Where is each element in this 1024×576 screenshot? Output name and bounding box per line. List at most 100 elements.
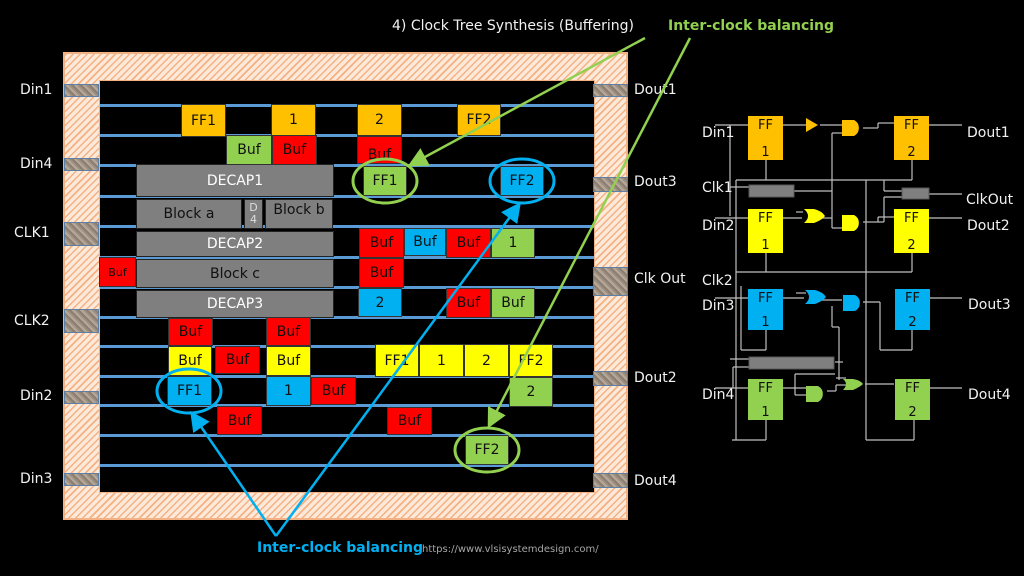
orange-and-gate <box>842 120 859 136</box>
yellow-or-gate-1 <box>804 209 825 223</box>
block-c: Block c <box>136 259 334 288</box>
blue-highlight-ring-ff1 <box>155 367 223 415</box>
rail <box>100 345 594 348</box>
pin-label-clk2: CLK2 <box>14 313 50 329</box>
schematic-ff1-orange: FF 1 <box>748 116 783 160</box>
rail <box>100 256 594 259</box>
yellow-buffer-cell: Buf <box>266 346 311 376</box>
pad-clk2 <box>64 309 99 333</box>
rail <box>100 225 594 228</box>
ff-label: FF <box>758 381 773 396</box>
red-buffer-cell: Buf <box>266 317 311 346</box>
rail <box>100 316 594 319</box>
schematic-ff1-green: FF 1 <box>748 379 783 420</box>
orange-ff1-cell: FF1 <box>181 104 226 137</box>
schematic-input-din3: Din3 <box>702 298 735 314</box>
schematic-output-dout4: Dout4 <box>968 387 1011 403</box>
ff-label: FF <box>904 118 919 133</box>
red-buffer-cell: Buf <box>357 136 402 164</box>
rail <box>100 375 594 378</box>
green-and-gate <box>806 386 823 402</box>
pin-label-din4: Din4 <box>20 156 53 172</box>
rail <box>100 404 594 407</box>
ff-number: 2 <box>907 145 916 160</box>
pad-dout4 <box>593 473 628 488</box>
decap3-block: DECAP3 <box>136 290 334 318</box>
green-annotation: Inter-clock balancing <box>668 18 835 34</box>
green-buffer-cell: Buf <box>491 288 535 318</box>
schematic-input-din4: Din4 <box>702 387 735 403</box>
green-highlight-ring-ff2 <box>453 426 521 474</box>
blue-ff2-cell: FF2 <box>500 166 544 196</box>
pin-label-dout3: Dout3 <box>634 174 677 190</box>
red-buffer-cell: Buf <box>387 407 432 435</box>
red-buffer-cell: Buf <box>311 377 356 405</box>
schematic-output-clkout: ClkOut <box>966 192 1014 208</box>
pad-din4 <box>64 158 99 171</box>
schematic-block-1 <box>748 184 795 198</box>
blue-arrow-to-ff1 <box>190 410 278 537</box>
orange-buffer-gate <box>806 118 818 132</box>
rail <box>100 134 594 137</box>
red-buffer-cell: Buf <box>359 228 404 258</box>
block-a: Block a <box>136 199 242 229</box>
schematic-ff2-orange: FF 2 <box>894 116 929 160</box>
rail <box>100 286 594 289</box>
red-buffer-cell: Buf <box>215 346 260 374</box>
ff-label: FF <box>758 211 773 226</box>
ff-label: FF <box>904 211 919 226</box>
blue-and-gate <box>843 295 860 311</box>
yellow-gate1-cell: 1 <box>419 344 464 377</box>
ff-label: FF <box>905 381 920 396</box>
schematic-output-dout2: Dout2 <box>967 218 1010 234</box>
d4-label-line2: 4 <box>250 213 257 226</box>
schematic-block-2 <box>901 187 930 200</box>
schematic-input-clk2: Clk2 <box>702 273 733 289</box>
schematic-input-din1: Din1 <box>702 125 735 141</box>
block-b: Block b <box>265 199 333 229</box>
green-buffer-cell: Buf <box>226 135 272 165</box>
rail <box>100 464 594 467</box>
blue-ff1-cell: FF1 <box>167 376 212 406</box>
green-or-gate <box>843 379 863 390</box>
blue-gate1-cell: 1 <box>266 376 311 406</box>
pin-label-din3: Din3 <box>20 471 53 487</box>
red-buffer-cell: Buf <box>359 258 404 288</box>
blue-annotation: Inter-clock balancing <box>257 540 424 556</box>
ff-number: 1 <box>761 145 770 160</box>
pad-clkout <box>593 267 628 296</box>
green-arrow-to-ff2 <box>487 37 692 429</box>
blue-or-gate-1 <box>805 290 826 304</box>
pad-dout2 <box>593 371 628 386</box>
rail <box>100 164 594 167</box>
ff-number: 2 <box>907 238 916 253</box>
pad-din3 <box>64 473 99 486</box>
blue-highlight-ring-ff2 <box>488 157 556 205</box>
schematic-output-dout3: Dout3 <box>968 297 1011 313</box>
orange-gate2-cell: 2 <box>357 104 402 136</box>
ff-label: FF <box>905 291 920 306</box>
schematic-ff1-blue: FF 1 <box>748 289 783 330</box>
red-buffer-cell: Buf <box>446 288 491 318</box>
green-gate2-cell: 2 <box>509 377 553 407</box>
yellow-and-gate <box>842 215 859 231</box>
source-url[interactable]: https://www.vlsisystemdesign.com/ <box>422 544 599 555</box>
ff-label: FF <box>758 118 773 133</box>
schematic-ff1-yellow: FF 1 <box>748 209 783 253</box>
ff-label: FF <box>758 291 773 306</box>
red-buffer-cell: Buf <box>99 257 136 287</box>
red-buffer-cell: Buf <box>272 135 317 165</box>
rail <box>100 104 594 107</box>
pin-label-dout4: Dout4 <box>634 473 677 489</box>
pad-clk1 <box>64 222 99 246</box>
blue-gate2-cell: 2 <box>358 288 402 317</box>
slide-title: 4) Clock Tree Synthesis (Buffering) <box>392 18 634 34</box>
green-ff1-cell: FF1 <box>363 166 407 196</box>
ff-number: 2 <box>908 405 917 420</box>
blue-arrow-to-ff2 <box>274 201 521 537</box>
pin-label-clkout: Clk Out <box>634 271 686 287</box>
schematic-ff2-green: FF 2 <box>895 379 930 420</box>
pin-label-din2: Din2 <box>20 388 53 404</box>
schematic-input-din2: Din2 <box>702 218 735 234</box>
